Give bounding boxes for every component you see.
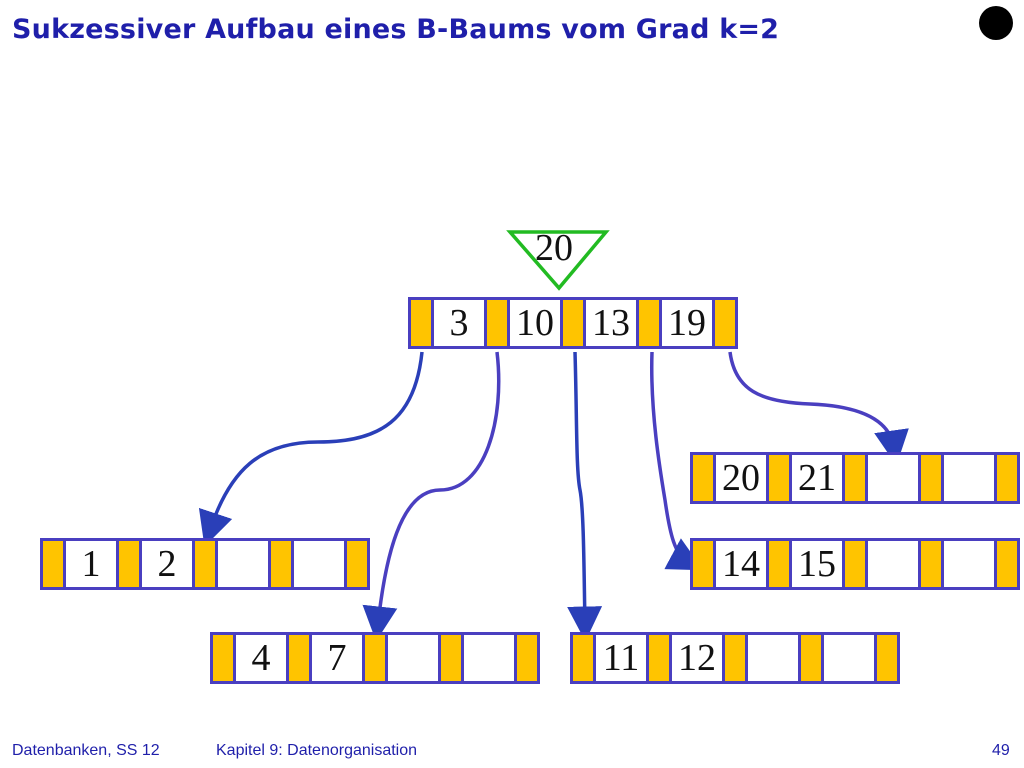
pointer-cell bbox=[693, 455, 713, 501]
key-cell: 14 bbox=[716, 541, 766, 587]
insert-key: 20 bbox=[535, 227, 573, 269]
pointer-cell bbox=[487, 300, 507, 346]
pointer-cell bbox=[639, 300, 659, 346]
edge-to-leaf-20-21 bbox=[728, 351, 909, 466]
key-cell bbox=[294, 541, 344, 587]
leaf-node-20-21: 20 21 bbox=[690, 452, 1020, 504]
leaf-node-4-7: 4 7 bbox=[210, 632, 540, 684]
pointer-cell bbox=[997, 541, 1017, 587]
pointer-cell bbox=[213, 635, 233, 681]
key-cell bbox=[824, 635, 874, 681]
leaf-node-14-15: 14 15 bbox=[690, 538, 1020, 590]
key-cell: 1 bbox=[66, 541, 116, 587]
leaf-node-11-12: 11 12 bbox=[570, 632, 900, 684]
key-cell: 3 bbox=[434, 300, 484, 346]
pointer-cell bbox=[921, 541, 941, 587]
pointer-cell bbox=[517, 635, 537, 681]
key-cell: 10 bbox=[510, 300, 560, 346]
pointer-cell bbox=[411, 300, 431, 346]
pointer-cell bbox=[801, 635, 821, 681]
key-cell: 13 bbox=[586, 300, 636, 346]
pointer-cell bbox=[997, 455, 1017, 501]
bullet-dot-icon bbox=[979, 6, 1013, 40]
pointer-cell bbox=[845, 541, 865, 587]
key-cell: 4 bbox=[236, 635, 286, 681]
key-cell bbox=[388, 635, 438, 681]
pointer-cell bbox=[769, 455, 789, 501]
edge-to-leaf-14-15 bbox=[649, 351, 704, 571]
key-cell bbox=[868, 541, 918, 587]
key-cell: 11 bbox=[596, 635, 646, 681]
pointer-cell bbox=[563, 300, 583, 346]
key-cell bbox=[748, 635, 798, 681]
pointer-cell bbox=[271, 541, 291, 587]
key-cell: 20 bbox=[716, 455, 766, 501]
key-cell: 19 bbox=[662, 300, 712, 346]
pointer-cell bbox=[289, 635, 309, 681]
footer-chapter: Kapitel 9: Datenorganisation bbox=[216, 742, 418, 759]
pointer-cell bbox=[725, 635, 745, 681]
pointer-cell bbox=[365, 635, 385, 681]
pointer-cell bbox=[195, 541, 215, 587]
pointer-cell bbox=[441, 635, 461, 681]
root-node: 3 10 13 19 bbox=[408, 297, 738, 349]
edge-to-leaf-11-12 bbox=[567, 351, 603, 642]
pointer-cell bbox=[877, 635, 897, 681]
key-cell: 15 bbox=[792, 541, 842, 587]
pointer-cell bbox=[43, 541, 63, 587]
key-cell: 12 bbox=[672, 635, 722, 681]
pointer-cell bbox=[649, 635, 669, 681]
key-cell bbox=[464, 635, 514, 681]
key-cell: 2 bbox=[142, 541, 192, 587]
pointer-cell bbox=[693, 541, 713, 587]
pointer-cell bbox=[845, 455, 865, 501]
leaf-node-1-2: 1 2 bbox=[40, 538, 370, 590]
key-cell bbox=[944, 455, 994, 501]
edge-to-leaf-4-7 bbox=[362, 351, 501, 642]
key-cell bbox=[868, 455, 918, 501]
key-cell: 7 bbox=[312, 635, 362, 681]
slide-title: Sukzessiver Aufbau eines B-Baums vom Gra… bbox=[12, 14, 780, 45]
page-number: 49 bbox=[992, 742, 1010, 759]
key-cell: 21 bbox=[792, 455, 842, 501]
pointer-cell bbox=[573, 635, 593, 681]
insert-marker-icon bbox=[506, 230, 610, 291]
pointer-cell bbox=[715, 300, 735, 346]
pointer-cell bbox=[347, 541, 367, 587]
edge-to-leaf-1-2 bbox=[198, 351, 424, 547]
key-cell bbox=[944, 541, 994, 587]
pointer-cell bbox=[921, 455, 941, 501]
key-cell bbox=[218, 541, 268, 587]
footer-course: Datenbanken, SS 12 bbox=[12, 742, 160, 759]
pointer-cell bbox=[769, 541, 789, 587]
pointer-cell bbox=[119, 541, 139, 587]
